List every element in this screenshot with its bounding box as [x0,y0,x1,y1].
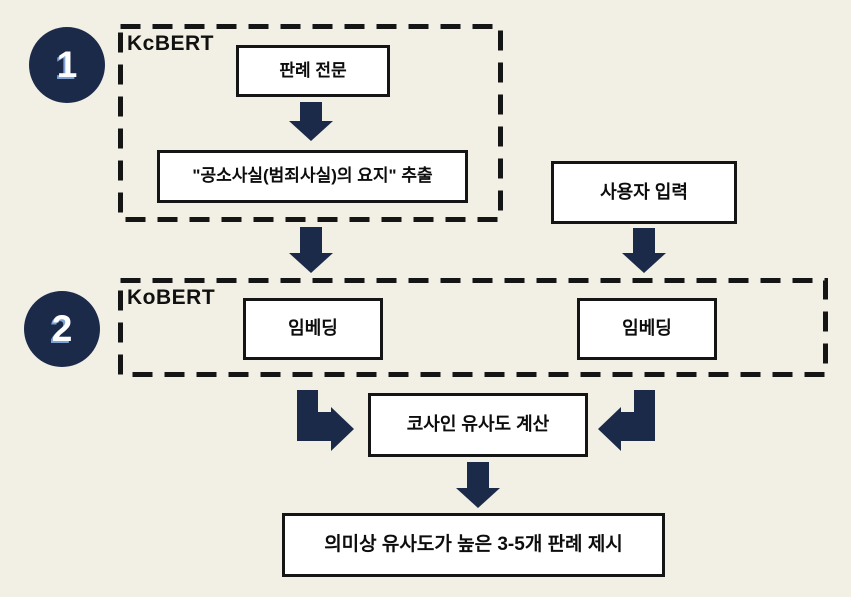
node-gist-extraction: "공소사실(범죄사실)의 요지" 추출 [157,150,468,203]
node-precedent-full-text: 판례 전문 [236,45,390,97]
step-1-number: 1 [56,44,78,85]
step-1-badge: 1 [29,27,105,103]
down-arrow-icon [622,228,666,273]
elbow-arrow-left-icon [598,390,655,451]
down-arrow-icon [456,462,500,508]
node-cosine-similarity: 코사인 유사도 계산 [368,393,588,457]
elbow-arrow-right-icon [297,390,354,451]
node-embedding-right: 임베딩 [577,298,717,360]
down-arrow-icon [289,102,333,141]
kcbert-group-label: KcBERT [127,32,215,55]
down-arrow-icon [289,227,333,273]
step-2-number: 2 [51,308,73,349]
step-2-badge: 2 [24,291,100,367]
kobert-group-dashed-border [118,278,828,377]
kobert-group-label: KoBERT [127,286,216,309]
node-user-input: 사용자 입력 [551,161,737,224]
node-embedding-left: 임베딩 [243,298,383,360]
node-result: 의미상 유사도가 높은 3-5개 판례 제시 [282,513,665,577]
